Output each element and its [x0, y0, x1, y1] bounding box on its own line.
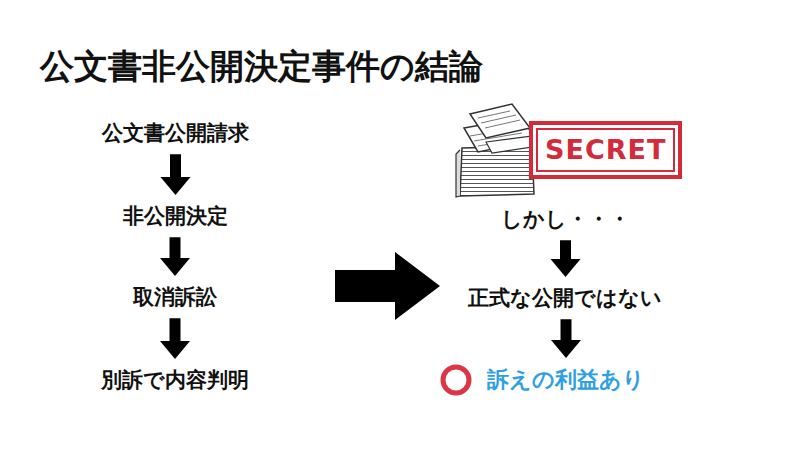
step-text: 取消訴訟: [133, 284, 217, 310]
arrow-head: [161, 177, 191, 195]
arrow-shaft: [170, 237, 181, 259]
flow-step: 別訴で内容判明: [97, 365, 253, 395]
arrow-head: [160, 341, 190, 359]
arrow-shaft: [560, 240, 571, 260]
arrow-head: [551, 340, 581, 358]
arrow-head: [160, 258, 190, 276]
flow-step: 公文書公開請求: [98, 118, 253, 148]
title: 公文書非公開決定事件の結論: [40, 46, 483, 87]
big-right-arrow: [335, 252, 440, 320]
step-text: 正式な公開ではない: [468, 285, 662, 311]
arrow-head: [551, 259, 581, 277]
flow-step: 非公開決定: [119, 201, 232, 231]
flow-step: 取消訴訟: [129, 282, 221, 312]
arrow-shaft: [170, 154, 181, 178]
flow-step: しかし・・・: [497, 204, 634, 234]
flow-arrow: [160, 318, 190, 359]
flow-step: 訴えの利益あり: [483, 364, 649, 396]
step-text: 別訴で内容判明: [101, 367, 249, 393]
secret-stamp: SECRET: [529, 121, 682, 179]
ok-circle: [443, 367, 469, 393]
flow-arrow: [161, 154, 191, 195]
step-text: しかし・・・: [501, 206, 630, 232]
step-text: SECRET: [545, 133, 666, 167]
arrow-shaft: [561, 319, 572, 341]
flow-step: 正式な公開ではない: [464, 283, 666, 313]
step-text: 訴えの利益あり: [487, 366, 645, 394]
flow-arrow: [160, 237, 190, 276]
flow-arrow: [551, 240, 581, 277]
flow-arrow: [551, 319, 581, 358]
step-text: 非公開決定: [123, 203, 228, 229]
step-text: 公文書公開請求: [102, 120, 249, 146]
arrow-shaft: [170, 318, 181, 342]
